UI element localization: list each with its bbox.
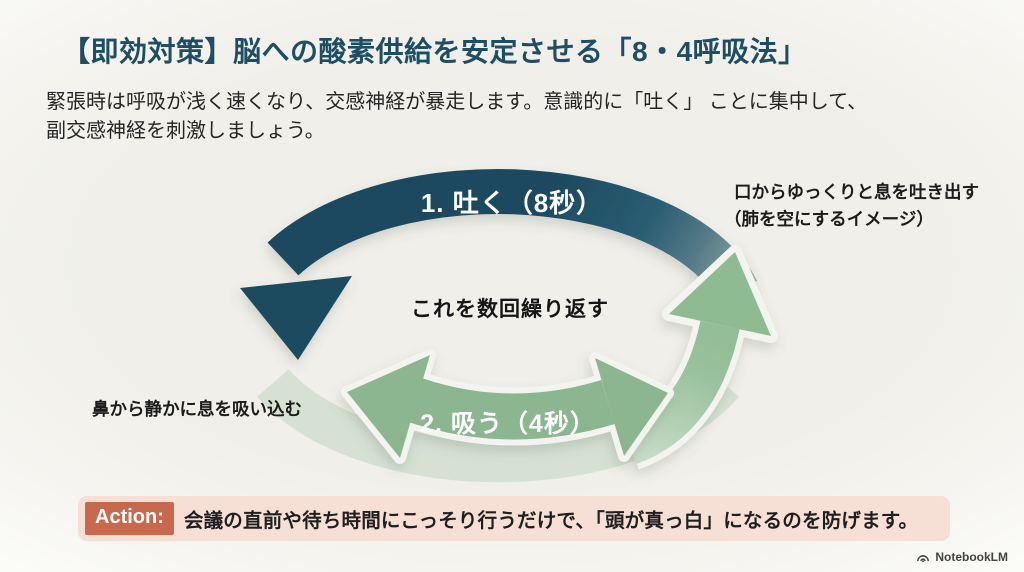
cycle-up-arrow [620, 245, 778, 470]
action-label-badge: Action: [85, 502, 174, 535]
exhale-arrowhead-icon [240, 276, 352, 360]
inhale-double-arrow [341, 349, 674, 464]
notebooklm-watermark: NotebookLM [915, 550, 1008, 564]
inhale-left-arrowhead-icon [347, 355, 430, 458]
up-arrowhead-icon [669, 252, 771, 336]
step1-exhale-label: 1. 吐く（8秒） [420, 188, 604, 218]
inhale-band [407, 378, 615, 440]
exhale-note: 口からゆっくりと息を吐き出す （肺を空にするイメージ） [724, 179, 979, 233]
step2-inhale-label: 2. 吸う（4秒） [420, 410, 596, 438]
notebooklm-icon [917, 554, 930, 562]
action-text: 会議の直前や待ち時間にこっそり行うだけで、「頭が真っ白」になるのを防げます。 [183, 510, 919, 532]
breathing-cycle-diagram [240, 169, 778, 483]
watermark-label: NotebookLM [935, 550, 1008, 564]
action-bar: Action: 会議の直前や待ち時間にこっそり行うだけで、「頭が真っ白」になるの… [78, 496, 950, 541]
up-arrow-band [622, 320, 740, 464]
intro-line-2: 副交感神経を刺激しましょう。 [46, 120, 325, 142]
intro-text: 緊張時は呼吸が浅く速くなり、交感神経が暴走します。意識的に「吐く」 ことに集中し… [46, 88, 867, 146]
intro-line-1: 緊張時は呼吸が浅く速くなり、交感神経が暴走します。意識的に「吐く」 ことに集中し… [46, 91, 868, 113]
cycle-center-label: これを数回繰り返す [411, 298, 609, 321]
inhale-note: 鼻から静かに息を吸い込む [92, 399, 302, 419]
exhale-arc [240, 169, 758, 360]
exhale-arc-band [267, 169, 758, 302]
page-title: 【即効対策】脳への酸素供給を安定させる「8・4呼吸法」 [62, 36, 807, 67]
exhale-note-line-2: （肺を空にするイメージ） [724, 209, 934, 229]
exhale-note-line-1: 口からゆっくりと息を吐き出す [734, 182, 979, 202]
inhale-right-arrowhead-icon [595, 358, 668, 456]
